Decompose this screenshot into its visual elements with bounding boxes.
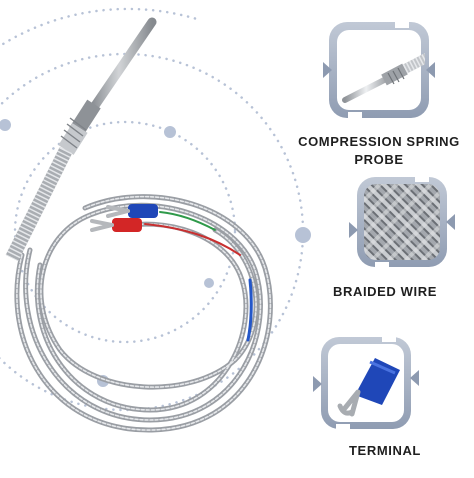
blue-terminal <box>106 204 158 218</box>
terminal-icon <box>313 332 419 434</box>
compression-spring-probe-icon <box>323 18 435 122</box>
red-terminal <box>90 218 142 232</box>
lead-wires <box>144 211 253 342</box>
feature-label-terminal: TERMINAL <box>349 443 421 458</box>
braided-wire-icon <box>349 172 455 272</box>
feature-label-compression-spring-probe: COMPRESSION SPRING PROBE <box>298 134 460 167</box>
feature-label-braided-wire: BRAIDED WIRE <box>333 284 437 299</box>
spring-probe <box>5 17 157 262</box>
feature-braided-wire: BRAIDED WIRE <box>300 283 470 301</box>
braided-cable <box>14 194 273 433</box>
feature-compression-spring-probe: COMPRESSION SPRING PROBE <box>286 133 472 169</box>
feature-terminal: TERMINAL <box>300 442 470 460</box>
